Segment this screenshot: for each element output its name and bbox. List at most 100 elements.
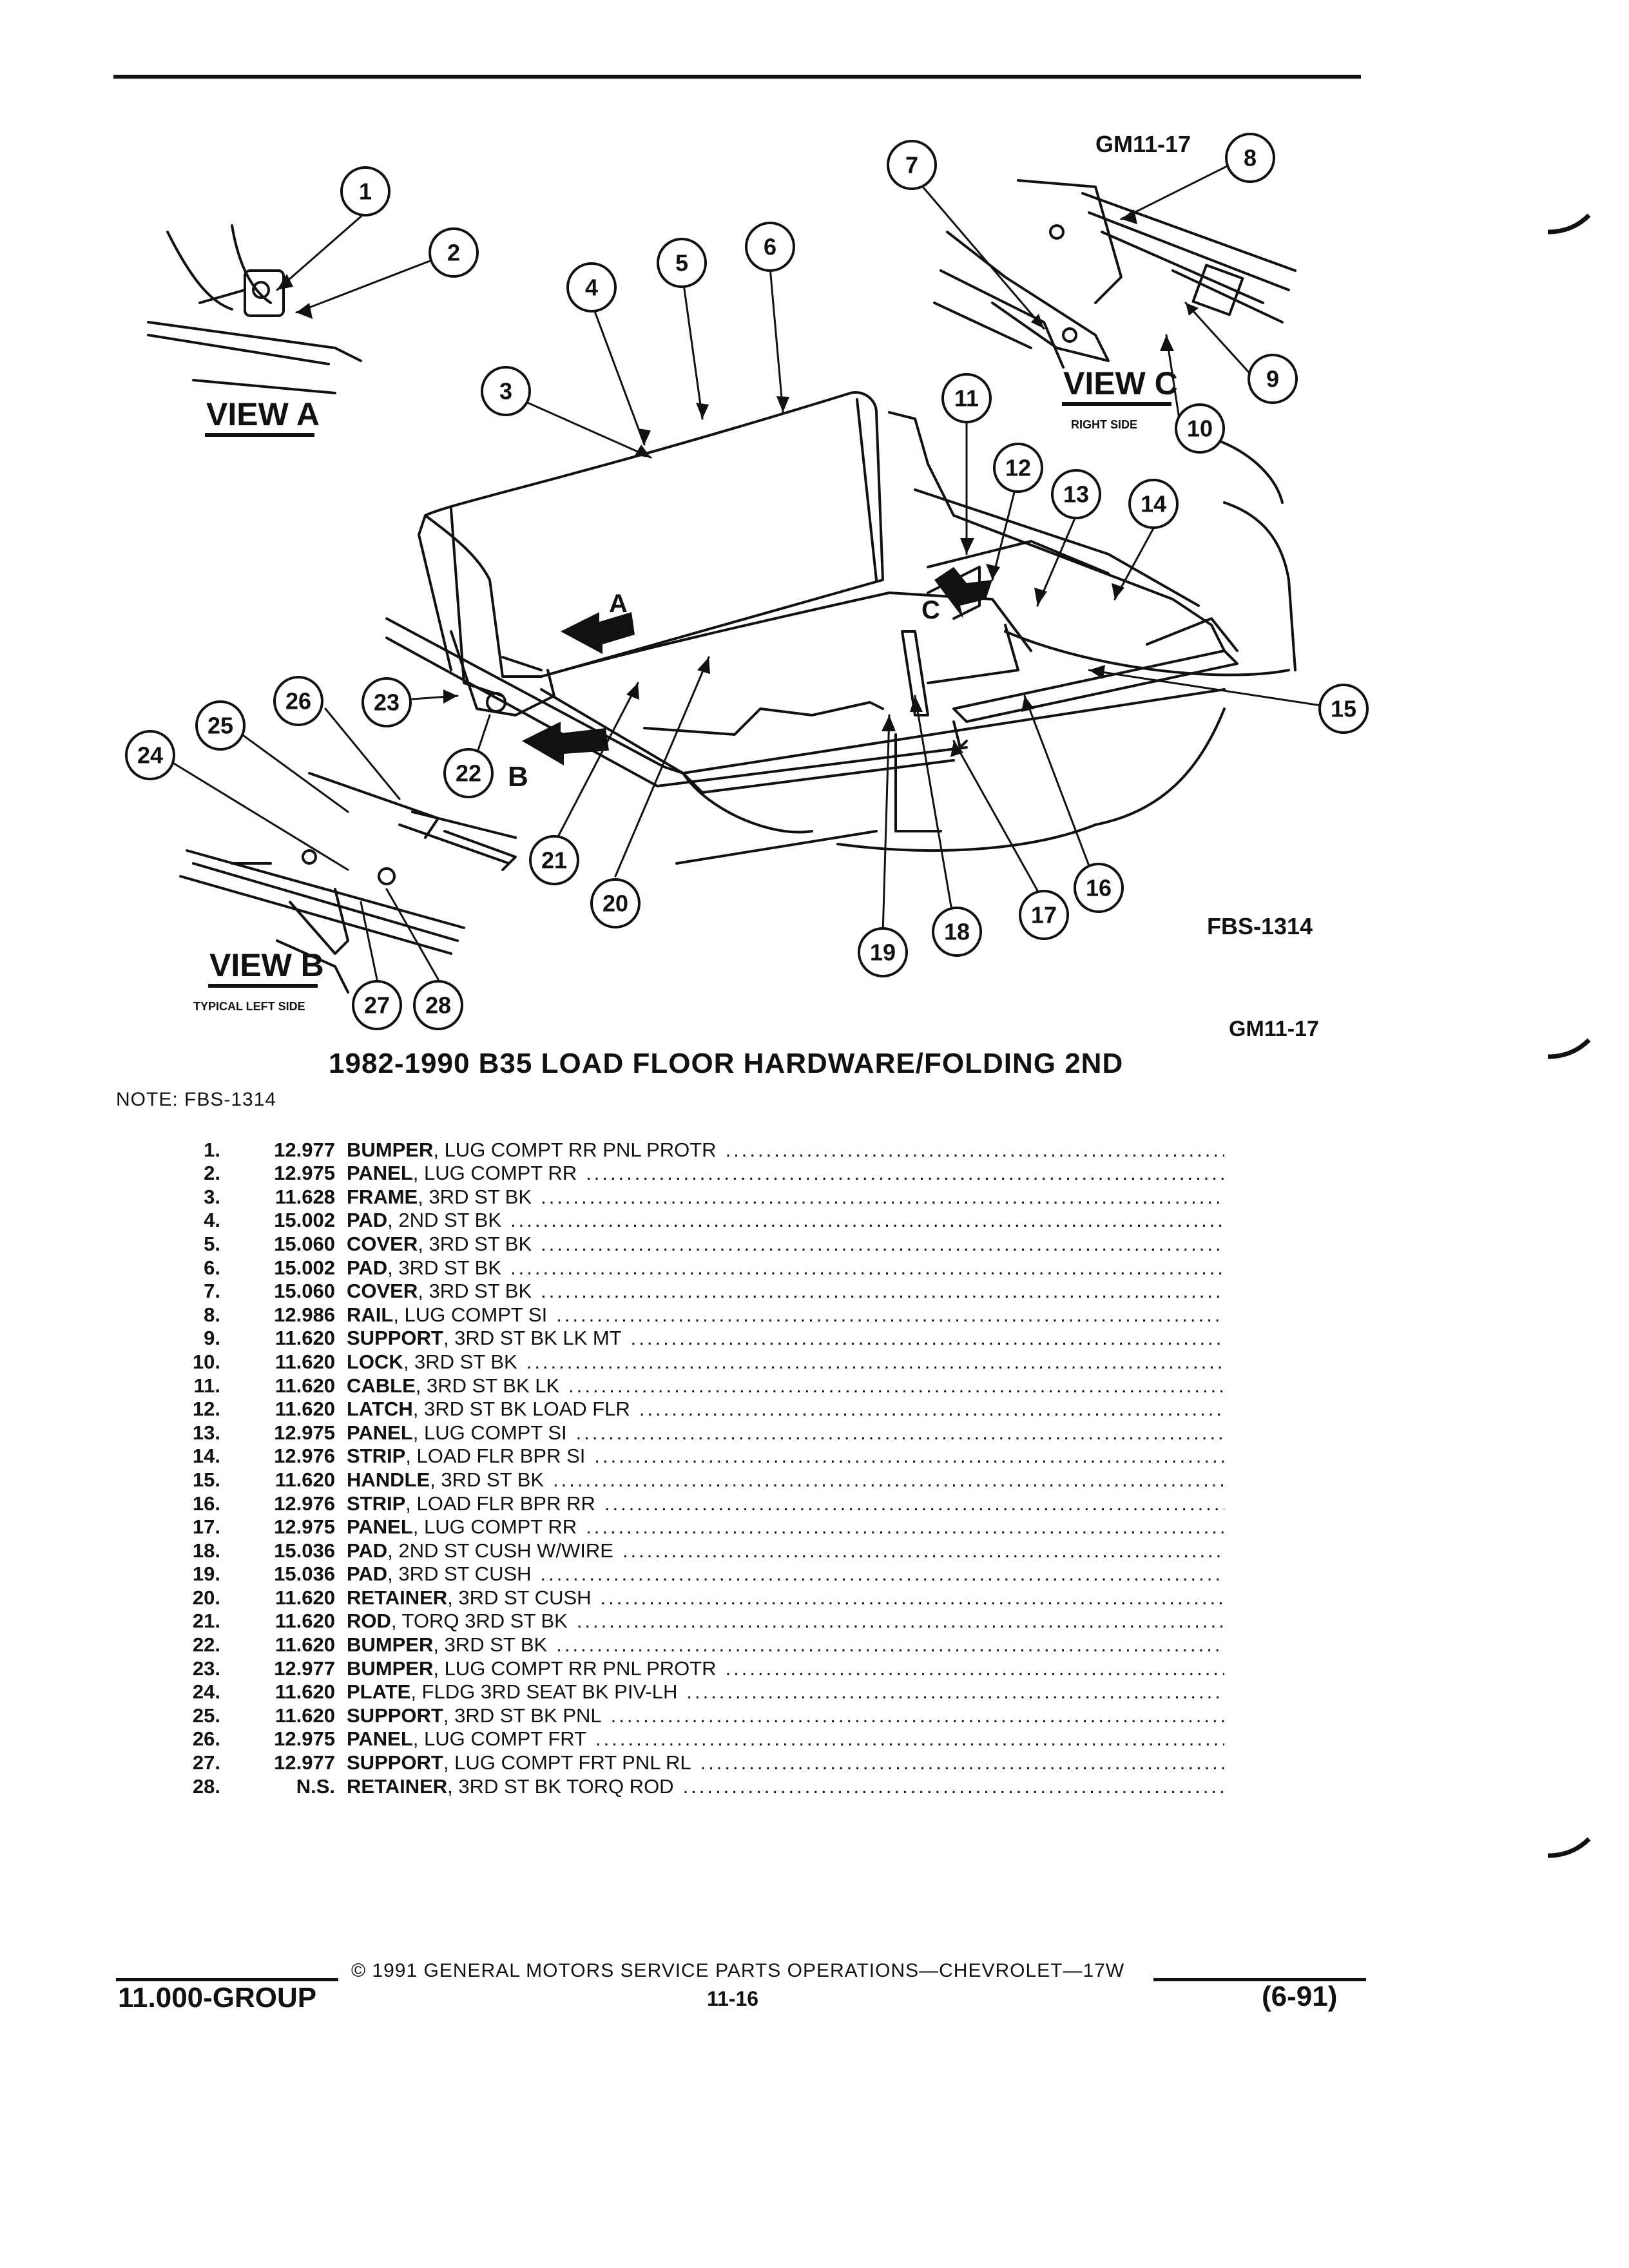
part-group-code: 15.002 (274, 1209, 335, 1232)
part-number: 16. (192, 1492, 220, 1515)
part-description: , LUG COMPT FRT (412, 1727, 587, 1751)
part-name: SUPPORT (347, 1704, 443, 1727)
part-name: PANEL (347, 1727, 413, 1751)
dot-leader: ........................................… (686, 1680, 1224, 1704)
part-name: STRIP (347, 1445, 406, 1468)
part-description: , LUG COMPT FRT PNL RL (443, 1751, 691, 1774)
part-group-code: 11.620 (275, 1398, 335, 1421)
part-name: PAD (347, 1539, 388, 1562)
callout-9: 9 (1266, 366, 1279, 392)
part-name: COVER (347, 1280, 418, 1303)
part-description: , LOAD FLR BPR RR (405, 1492, 595, 1515)
dot-leader: ........................................… (604, 1492, 1224, 1515)
view-c-title: VIEW C (1063, 365, 1178, 401)
part-name: BUMPER (347, 1633, 434, 1657)
dot-leader: ........................................… (541, 1280, 1224, 1303)
part-number: 20. (192, 1586, 220, 1609)
part-number: 15. (192, 1468, 220, 1491)
part-group-code: 11.628 (275, 1185, 335, 1208)
part-description: , 3RD ST BK PNL (443, 1704, 602, 1727)
callout-16: 16 (1086, 875, 1112, 901)
part-description: , LUG COMPT RR PNL PROTR (433, 1657, 717, 1680)
part-description: , FLDG 3RD SEAT BK PIV-LH (410, 1680, 678, 1704)
part-number: 9. (204, 1327, 220, 1350)
callouts (125, 133, 1369, 1030)
callout-21: 21 (541, 847, 567, 874)
part-description: , 3RD ST CUSH (387, 1562, 532, 1586)
part-description: , 3RD ST BK (418, 1232, 532, 1255)
dot-leader: ........................................… (540, 1562, 1224, 1586)
page-title: 1982-1990 B35 LOAD FLOOR HARDWARE/FOLDIN… (329, 1048, 1124, 1079)
arrow-a-label: A (609, 590, 628, 618)
callout-11: 11 (954, 385, 979, 412)
part-group-code: 15.060 (274, 1232, 335, 1255)
page-code: GM11-17 (1229, 1017, 1319, 1041)
footer-page-number: 11-16 (707, 1987, 759, 2010)
part-number: 21. (192, 1610, 220, 1633)
part-number: 6. (204, 1256, 220, 1279)
dot-leader: ........................................… (725, 1138, 1224, 1161)
dot-leader: ........................................… (600, 1586, 1224, 1609)
part-number: 27. (192, 1751, 220, 1774)
part-group-code: 11.620 (275, 1586, 335, 1609)
part-number: 23. (192, 1657, 220, 1680)
dot-leader: ........................................… (556, 1633, 1224, 1657)
arrow-b-label: B (508, 761, 528, 793)
callout-17: 17 (1031, 902, 1057, 928)
dot-leader: ........................................… (595, 1727, 1224, 1751)
part-description: , 3RD ST BK (403, 1350, 517, 1373)
part-group-code: 12.977 (274, 1751, 335, 1774)
view-c-subtitle: RIGHT SIDE (1071, 418, 1137, 431)
part-name: FRAME (347, 1185, 418, 1208)
view-arrows (522, 567, 992, 765)
part-name: SUPPORT (347, 1751, 443, 1774)
part-name: COVER (347, 1232, 418, 1255)
part-number: 3. (204, 1185, 220, 1208)
part-number: 18. (192, 1539, 220, 1562)
part-group-code: 12.975 (274, 1421, 335, 1444)
dot-leader: ........................................… (541, 1185, 1224, 1208)
part-name: PAD (347, 1209, 388, 1232)
callout-3: 3 (499, 378, 512, 405)
part-number: 26. (192, 1727, 220, 1751)
part-name: SUPPORT (347, 1327, 443, 1350)
part-group-code: 11.620 (275, 1633, 335, 1657)
callout-22: 22 (456, 760, 481, 787)
callout-14: 14 (1141, 491, 1166, 517)
part-name: ROD (347, 1610, 391, 1633)
dot-leader: ........................................… (510, 1209, 1224, 1232)
callout-2: 2 (447, 240, 460, 266)
dot-leader: ........................................… (541, 1232, 1224, 1255)
copyright: © 1991 GENERAL MOTORS SERVICE PARTS OPER… (351, 1960, 1125, 1981)
part-number: 11. (193, 1374, 220, 1397)
callout-19: 19 (870, 939, 896, 966)
part-group-code: 15.036 (274, 1539, 335, 1562)
part-name: PAD (347, 1256, 388, 1279)
part-group-code: 11.620 (275, 1704, 335, 1727)
callout-8: 8 (1244, 145, 1257, 171)
part-number: 22. (192, 1633, 220, 1657)
callout-23: 23 (374, 689, 400, 716)
leader-lines (173, 160, 1322, 981)
arrowheads (277, 209, 1199, 757)
part-group-code: 12.976 (274, 1492, 335, 1515)
dot-leader: ........................................… (556, 1303, 1224, 1326)
part-group-code: 12.976 (274, 1445, 335, 1468)
callout-27: 27 (364, 992, 390, 1019)
dot-leader: ........................................… (725, 1657, 1224, 1680)
part-description: , LUG COMPT RR PNL PROTR (433, 1138, 717, 1161)
